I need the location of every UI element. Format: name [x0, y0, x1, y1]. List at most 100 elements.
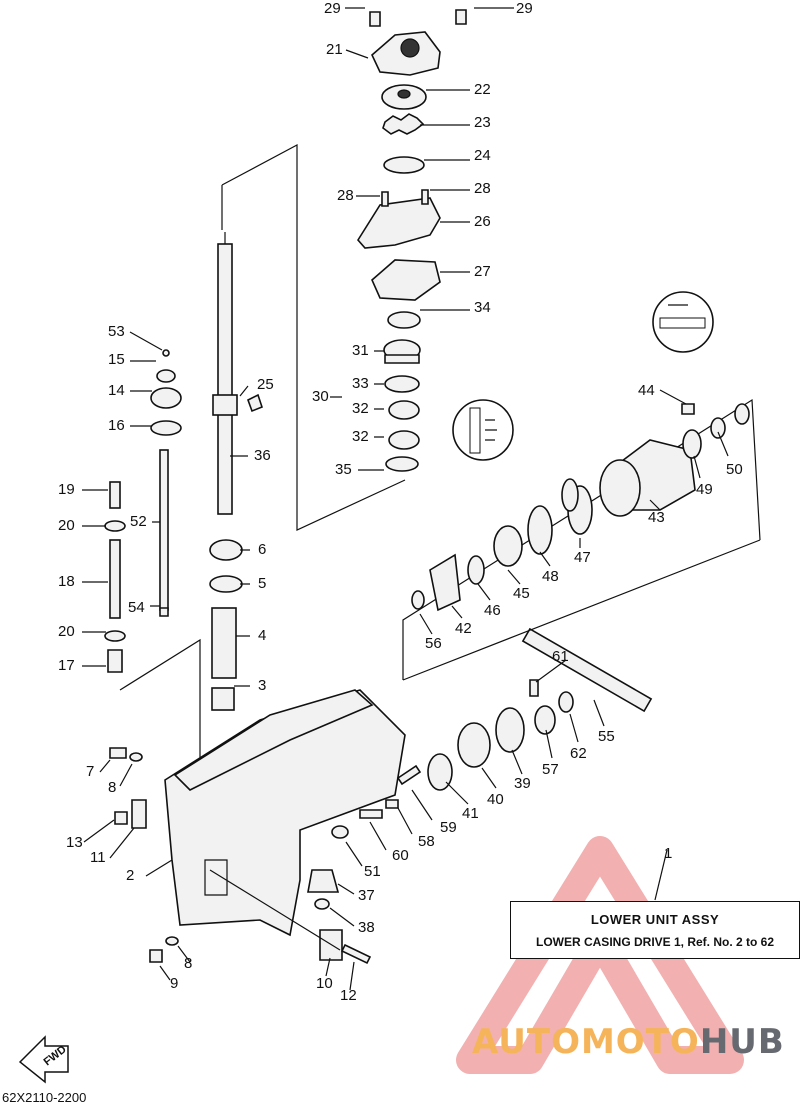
bearing-40 — [457, 722, 491, 768]
nut-38 — [314, 898, 330, 910]
callout-62: 62 — [570, 745, 587, 762]
callout-29b: 29 — [516, 0, 533, 17]
gear-39 — [495, 707, 525, 753]
callout-51: 51 — [364, 863, 381, 880]
spacer-58 — [385, 799, 399, 809]
callout-11: 11 — [90, 849, 106, 866]
callout-20b: 20 — [58, 623, 75, 640]
callout-18: 18 — [58, 573, 75, 590]
callout-29a: 29 — [324, 0, 341, 17]
clip-54 — [159, 607, 169, 617]
callout-52: 52 — [130, 513, 147, 530]
oil-seal-34 — [387, 311, 421, 329]
callout-15: 15 — [108, 351, 125, 368]
bolt-44 — [681, 403, 695, 415]
ring-62 — [558, 691, 574, 713]
callout-10: 10 — [316, 975, 333, 992]
callout-4: 4 — [258, 627, 266, 644]
callout-5: 5 — [258, 575, 266, 592]
callout-12: 12 — [340, 987, 357, 1004]
screw-9 — [149, 949, 163, 963]
drive-shaft — [212, 232, 238, 515]
callout-37: 37 — [358, 887, 375, 904]
washer-8b — [165, 936, 179, 946]
watermark-brand: AUTOMOTOHUB — [472, 1022, 785, 1062]
callout-55: 55 — [598, 728, 615, 745]
gasket-ring — [383, 156, 425, 174]
callout-41: 41 — [462, 805, 479, 822]
callout-40: 40 — [487, 791, 504, 808]
bolt-12 — [340, 943, 372, 965]
document-id: 62X2110-2200 — [2, 1090, 87, 1105]
bushing-14 — [150, 387, 182, 409]
callout-46: 46 — [484, 602, 501, 619]
cam-51 — [331, 825, 349, 839]
pin-61 — [529, 679, 539, 697]
callout-57: 57 — [542, 761, 559, 778]
callout-60: 60 — [392, 847, 409, 864]
callout-8b: 8 — [184, 955, 192, 972]
callout-50: 50 — [726, 461, 743, 478]
callout-45: 45 — [513, 585, 530, 602]
bearing-45 — [493, 525, 523, 567]
o-ring-47b — [561, 478, 579, 512]
impeller — [382, 113, 425, 135]
grease-symbol-icon — [452, 399, 514, 461]
oil-seal-32b — [388, 430, 420, 450]
title-line-1: LOWER UNIT ASSY — [590, 912, 720, 927]
leader-lines — [82, 7, 729, 991]
callout-20a: 20 — [58, 517, 75, 534]
bushing-6 — [209, 539, 243, 561]
clip-20b — [104, 630, 126, 642]
title-box: LOWER UNIT ASSY LOWER CASING DRIVE 1, Re… — [510, 901, 800, 959]
rod-18 — [109, 539, 121, 619]
callout-17: 17 — [58, 657, 75, 674]
spring-59 — [396, 764, 422, 786]
pin-b — [421, 189, 429, 205]
bolt-7 — [109, 747, 127, 759]
o-ring-16 — [150, 420, 182, 436]
callout-34: 34 — [474, 299, 491, 316]
seal-housing-31 — [383, 339, 421, 364]
washer-8a — [129, 752, 143, 762]
bearing-49 — [682, 429, 702, 459]
callout-49: 49 — [696, 481, 713, 498]
callout-23: 23 — [474, 114, 491, 131]
bushing-50b — [734, 403, 750, 425]
grease-symbol-icon-2 — [652, 291, 714, 353]
title-line-2: LOWER CASING DRIVE 1, Ref. No. 2 to 62 — [535, 935, 775, 949]
pinion-37 — [307, 869, 340, 893]
callout-8a: 8 — [108, 779, 116, 796]
clip-56 — [411, 590, 425, 610]
callout-6: 6 — [258, 541, 266, 558]
callout-3: 3 — [258, 677, 266, 694]
callout-27: 27 — [474, 263, 491, 280]
callout-33: 33 — [352, 375, 369, 392]
callout-26: 26 — [474, 213, 491, 230]
clip-20a — [104, 520, 126, 532]
brand-part2: HUB — [699, 1022, 785, 1062]
callout-labels: 29 29 21 22 23 24 28 28 26 27 34 31 33 3… — [58, 0, 743, 1004]
outer-plate-cartridge — [357, 197, 441, 249]
callout-58: 58 — [418, 833, 435, 850]
clip-53 — [162, 349, 170, 357]
callout-1: 1 — [664, 845, 672, 862]
gasket-plate — [371, 259, 441, 301]
callout-28a: 28 — [337, 187, 354, 204]
pin-a — [381, 191, 389, 207]
washer-15 — [156, 369, 176, 383]
gear-42 — [429, 553, 461, 612]
callout-44: 44 — [638, 382, 655, 399]
callout-59: 59 — [440, 819, 457, 836]
callout-21: 21 — [326, 41, 343, 58]
callout-32b: 32 — [352, 428, 369, 445]
callout-22: 22 — [474, 81, 491, 98]
o-ring-33 — [384, 375, 420, 393]
callout-28b: 28 — [474, 180, 491, 197]
plunger-60 — [359, 809, 383, 819]
callout-48: 48 — [542, 568, 559, 585]
callout-54: 54 — [128, 599, 145, 616]
callout-13: 13 — [66, 834, 83, 851]
callout-14: 14 — [108, 382, 125, 399]
clutch-57 — [534, 705, 556, 735]
